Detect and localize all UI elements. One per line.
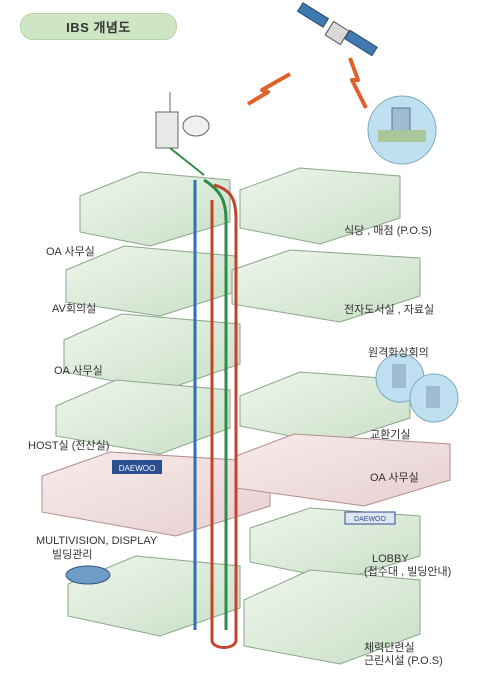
label-building-management: 빌딩관리 (52, 549, 93, 561)
daewoo-sign-text-right: DAEWOO (354, 516, 386, 523)
daewoo-sign-text: DAEWOO (119, 464, 155, 473)
network-riser-lines (193, 178, 238, 649)
label-lobby: LOBBY (372, 553, 409, 565)
label-lobby-sub: (접수대 , 빌딩안내) (364, 566, 452, 578)
daewoo-sign-left: DAEWOO (112, 460, 162, 474)
label-exchange-room: 교환기실 (370, 429, 411, 441)
diagram-title: IBS 개념도 (20, 13, 177, 40)
label-host-room: HOST실 (전산실) (28, 440, 110, 452)
label-oa-office-3: OA 사무실 (370, 472, 419, 484)
rooftop-antenna-icon (155, 92, 210, 176)
car-icon (65, 565, 111, 585)
label-e-library: 전자도서실 , 자료실 (344, 304, 435, 316)
label-oa-office-1: OA 사무실 (46, 246, 95, 258)
label-oa-office-2: OA 사무실 (54, 365, 103, 377)
label-welfare-facility: 근린시설 (P.O.S) (364, 655, 443, 667)
label-fitness-room: 체력단련실 (364, 642, 415, 654)
label-cafeteria: 식당 , 매점 (P.O.S) (344, 225, 432, 237)
right-tower-floors (231, 167, 451, 665)
label-multivision-display: MULTIVISION, DISPLAY (36, 535, 158, 547)
daewoo-sign-right: DAEWOO (344, 511, 396, 525)
remote-building-globe-icon (367, 95, 437, 165)
video-conference-globe-icon (375, 353, 459, 423)
label-av-meeting-room: AV회의실 (52, 303, 97, 315)
satellite-icon (296, 2, 378, 57)
label-remote-video-conference: 원격화상회의 (368, 347, 429, 359)
